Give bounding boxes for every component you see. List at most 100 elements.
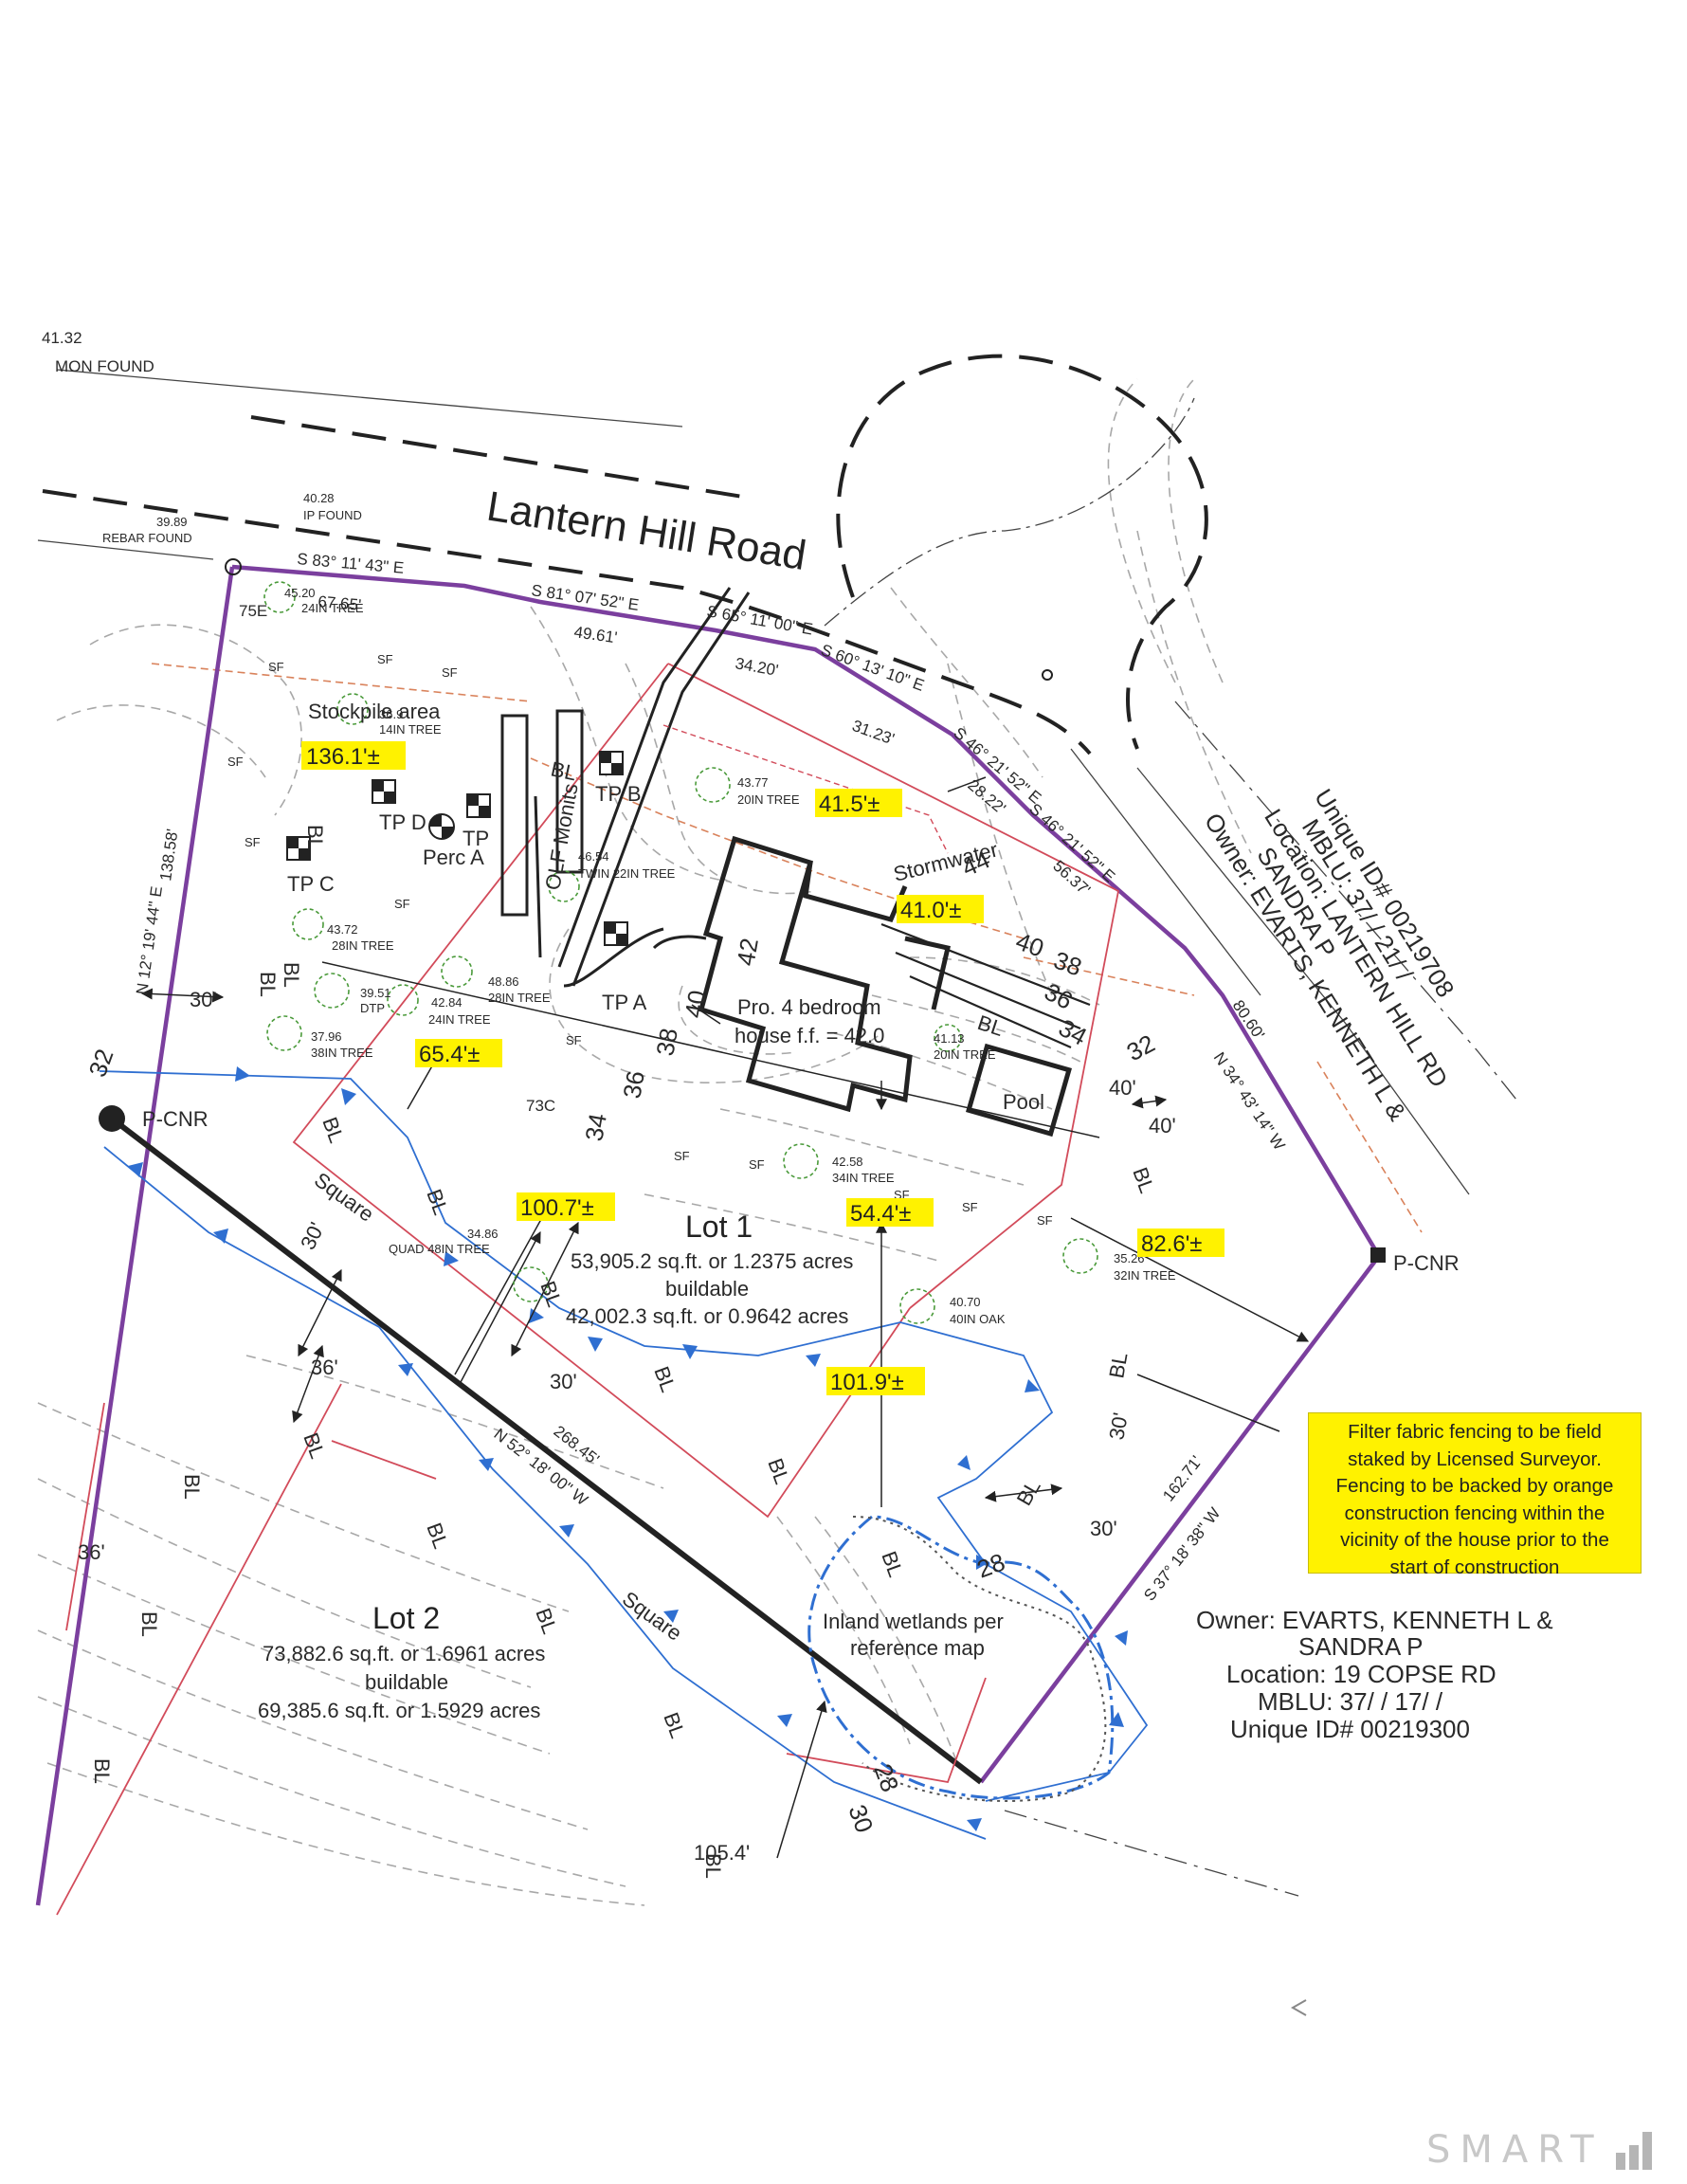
tree-1-elev: 45.20 [284,586,316,600]
owner-se-mblu: MBLU: 37/ / 17/ / [1258,1687,1443,1716]
sf-label: SF [749,1157,765,1172]
contour-label: 34 [579,1111,612,1143]
house-label-2: house f.f. = 42.0 [735,1024,884,1047]
tree-symbols [263,581,1098,1324]
corner-west-label: P-CNR [142,1107,209,1131]
lot-division-line [110,1116,983,1785]
square-label-2: Square [618,1587,686,1646]
note-line: vicinity of the house prior to the [1340,1529,1609,1552]
highlight-136: 136.1'± [301,741,406,770]
lot2-name: Lot 2 [372,1601,440,1635]
square-label-1: Square [310,1168,378,1227]
stockpile-label: Stockpile area [308,700,441,723]
highlight-41-5: 41.5'± [815,789,902,817]
setback-30: 30' [550,1370,577,1393]
wetlands-dotted-boundary [852,1516,1107,1802]
tree-12-elev: 34.86 [467,1227,499,1241]
corner-west-marker [99,1105,125,1132]
bl-label: BL [256,972,280,997]
tree-7-desc: 24IN TREE [428,1012,491,1027]
owner-se-uid: Unique ID# 00219300 [1230,1715,1470,1743]
road-lines [42,415,1092,755]
setback-40: 40' [1149,1114,1176,1138]
tree-10-elev: 41.13 [934,1031,965,1046]
highlight-41-0: 41.0'± [897,895,984,923]
bl-label: BL [299,1429,330,1462]
bl-label: BL [974,1010,1006,1041]
highlight-100-7: 100.7'± [517,1192,615,1221]
tree-4-desc: TWIN 22IN TREE [578,866,676,881]
tree-3-elev: 43.77 [737,775,769,790]
setback-40: 40' [1109,1076,1136,1100]
owner-se-location: Location: 19 COPSE RD [1226,1660,1497,1688]
pool-label: Pool [1003,1090,1044,1114]
note-line: Fencing to be backed by orange [1335,1475,1614,1498]
bl-label: BL [422,1520,453,1552]
highlight-54-4: 54.4'± [846,1198,934,1227]
tree-11-elev: 42.58 [832,1155,863,1169]
tree-13-desc: 32IN TREE [1114,1268,1176,1283]
setback-36: 36' [78,1540,105,1564]
tree-8-desc: 28IN TREE [488,991,551,1005]
wetlands-label-1: Inland wetlands per [823,1610,1004,1633]
svg-text:100.7'±: 100.7'± [520,1195,594,1221]
bl-label: BL [422,1186,453,1218]
tree-13-elev: 35.26 [1114,1251,1145,1265]
bl-label: BL [649,1363,680,1395]
contour-label: 28 [868,1760,904,1795]
highlight-82-6: 82.6'± [1137,1228,1224,1257]
contour-label: 38 [1050,945,1085,981]
bl-label: BL [280,962,303,988]
highlight-101-9: 101.9'± [826,1367,925,1395]
tree-7-elev: 42.84 [431,995,463,1010]
bl-label: BL [180,1474,204,1500]
tree-6-desc: DTP [360,1001,385,1015]
sf-label: SF [227,755,244,769]
svg-text:136.1'±: 136.1'± [306,744,380,770]
note-line: start of construction [1389,1556,1560,1578]
contour-label: 30 [843,1801,879,1836]
tree-9-desc: 38IN TREE [311,1046,373,1060]
setback-30: 30' [296,1218,329,1253]
tree-8-elev: 48.86 [488,974,519,989]
dimension-105: 105.4' [694,1841,750,1865]
bl-label: BL [877,1548,908,1580]
contour-label: 42 [731,936,764,968]
bl-label: BL [535,1278,567,1310]
corner-east-label: P-CNR [1393,1251,1460,1275]
contour-label: 34 [1054,1013,1092,1051]
soil-73c: 73C [526,1097,555,1115]
monument-label: MON FOUND [55,357,154,375]
rebar-value: 39.89 [156,515,188,529]
smart-mls-watermark: SMART [1426,2128,1604,2172]
tree-1-desc: 24IN TREE [301,601,364,615]
sf-label: SF [962,1200,978,1214]
bl-label: BL [549,756,579,785]
tree-2-elev: 36.9 [379,707,403,721]
sf-label: SF [394,897,410,911]
lot1-buildable: 42,002.3 sq.ft. or 0.9642 acres [566,1304,848,1328]
ip-value: 40.28 [303,491,335,505]
bl-label: BL [763,1455,794,1487]
contour-label: 32 [1122,1028,1160,1066]
tp-c-label: TP C [287,872,335,896]
tree-labels: 45.20 24IN TREE 36.9 14IN TREE 43.77 20I… [284,586,1176,1326]
setback-36: 36' [311,1356,338,1379]
distance-4: 31.23' [850,717,898,749]
bl-label: BL [1128,1164,1159,1196]
bl-label: BL [137,1611,161,1637]
pool-outline [966,1043,1072,1138]
tree-5-desc: 28IN TREE [332,938,394,953]
tp-d-label: TP D [379,810,426,834]
wetlands-label-2: reference map [850,1636,985,1660]
soil-75e: 75E [239,602,267,620]
rebar-marker [225,558,242,575]
road-name: Lantern Hill Road [483,482,808,579]
owner-block-ne: Owner: EVARTS, KENNETH L & SANDRA P Loca… [1199,784,1460,1126]
tree-9-elev: 37.96 [311,1029,342,1044]
sf-label: SF [268,660,284,674]
tp-a-label: TP A [602,991,647,1014]
lot2-buildable-label: buildable [365,1670,448,1694]
svg-text:41.0'±: 41.0'± [900,898,961,923]
